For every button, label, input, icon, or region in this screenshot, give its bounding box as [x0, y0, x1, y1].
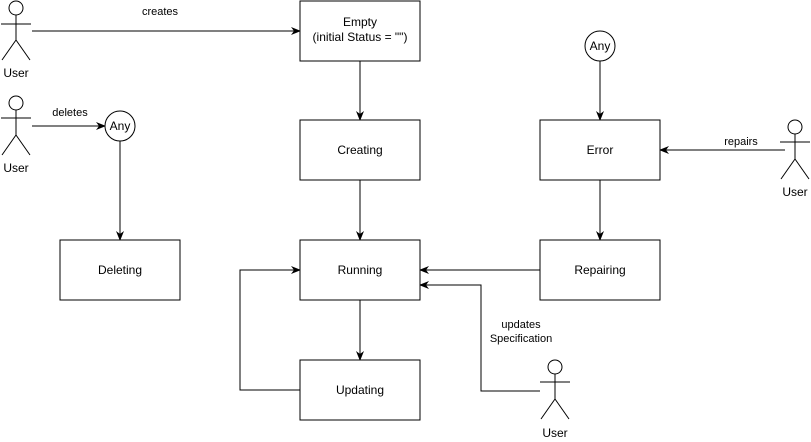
state-creating-label: Creating — [337, 143, 382, 157]
actors — [1, 0, 810, 420]
state-boxes: Empty (initial Status = "") Creating Run… — [59, 0, 661, 421]
repairs-label: repairs — [724, 136, 758, 148]
actor-creator-icon — [1, 0, 31, 61]
actor-creator-label: User — [3, 66, 28, 80]
updates-label-line1: updates — [501, 319, 541, 331]
edge-updating-to-running — [239, 266, 301, 391]
creates-label: creates — [142, 6, 179, 18]
state-updating-label: Updating — [336, 383, 384, 397]
updates-label-line2: Specification — [490, 333, 552, 345]
any-nodes: Any Any — [104, 30, 616, 142]
state-running-label: Running — [338, 263, 383, 277]
state-error: Error — [539, 119, 661, 181]
state-creating: Creating — [299, 119, 421, 181]
state-running: Running — [299, 239, 421, 301]
any-node-error-label: Any — [590, 39, 611, 53]
actor-deleter-label: User — [3, 161, 28, 175]
state-empty: Empty (initial Status = "") — [299, 0, 421, 62]
state-empty-sublabel: (initial Status = "") — [313, 30, 408, 44]
state-repairing-label: Repairing — [574, 263, 625, 277]
state-deleting-label: Deleting — [98, 263, 142, 277]
state-updating: Updating — [299, 359, 421, 421]
actor-deleter-icon — [1, 95, 31, 156]
any-node-error: Any — [584, 30, 616, 62]
edges — [32, 27, 785, 392]
actor-updater-label: User — [542, 426, 567, 440]
state-error-label: Error — [587, 143, 614, 157]
actor-repairer-label: User — [782, 185, 807, 199]
state-empty-label: Empty — [343, 15, 377, 29]
actor-updater-icon — [540, 359, 570, 420]
edge-updates-specification — [419, 281, 540, 392]
actor-repairer-icon — [780, 119, 810, 180]
any-node-deletes: Any — [104, 110, 136, 142]
actor-labels: User User User User — [3, 66, 807, 440]
any-node-deletes-label: Any — [110, 119, 131, 133]
state-repairing: Repairing — [539, 239, 661, 301]
edge-labels: creates deletes repairs updates Specific… — [52, 6, 758, 345]
deletes-label: deletes — [52, 107, 88, 119]
state-deleting: Deleting — [59, 239, 181, 301]
